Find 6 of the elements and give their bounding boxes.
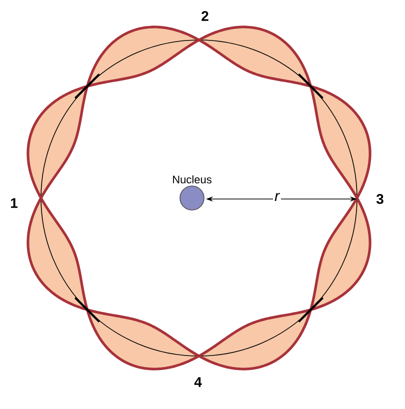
radius-label: r [273, 191, 281, 203]
point-label: 3 [376, 194, 384, 204]
point-label: 4 [194, 377, 202, 387]
node-label: Nucleus [173, 175, 212, 184]
point-label: 1 [10, 198, 18, 208]
point-label: 2 [202, 11, 208, 21]
